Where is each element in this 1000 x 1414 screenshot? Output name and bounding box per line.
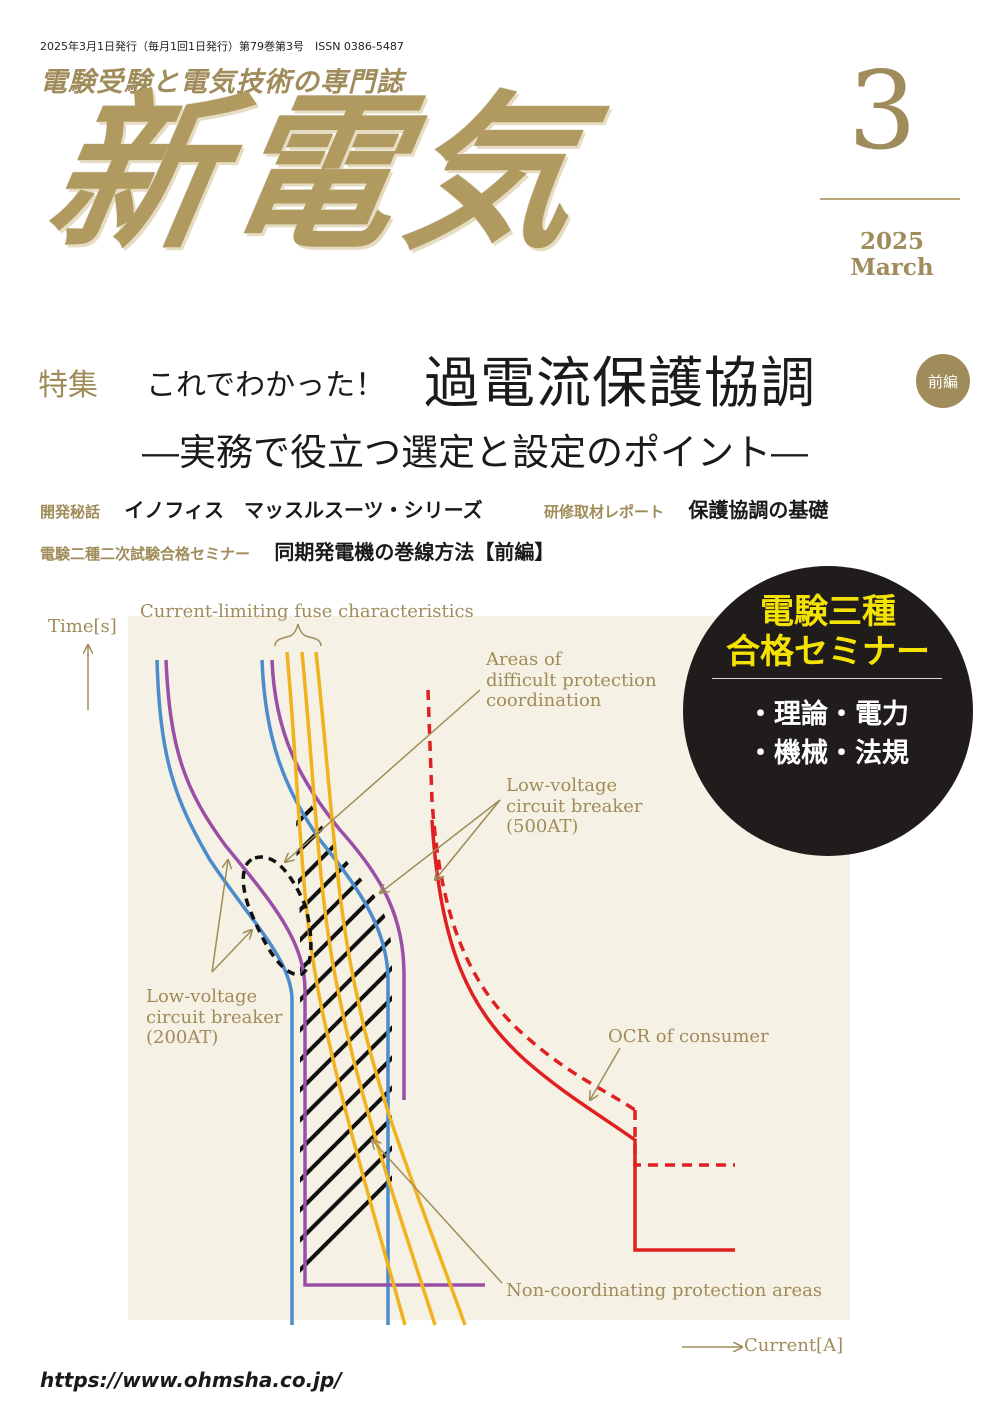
feature-label: 特集	[38, 368, 98, 403]
purple-curve-500at	[270, 659, 406, 1100]
lv500-line-1: Low-voltage	[506, 775, 618, 796]
lv200-line-3: (200AT)	[146, 1027, 219, 1049]
difficult-area-line-2: difficult protection	[486, 669, 657, 691]
lv200-line-2: circuit breaker	[146, 1006, 283, 1028]
lv500-line-3: (500AT)	[506, 816, 579, 838]
contents-label-seminar: 電験二種二次試験合格セミナー	[40, 545, 251, 563]
issue-year: 2025	[859, 228, 924, 255]
difficult-area-line-1: Areas of	[486, 649, 562, 670]
lv500-arrow-2	[435, 799, 501, 880]
ocr-dashed-step	[633, 1110, 735, 1167]
blue-curve-500at	[260, 659, 390, 1325]
seminar-title-2: 合格セミナー	[726, 632, 930, 672]
ocr-dashed-curve	[426, 689, 636, 1112]
fuse-brace	[274, 623, 322, 647]
fuse-curve-1	[285, 651, 407, 1326]
contents-label-report: 研修取材レポート	[544, 503, 665, 521]
difficult-area-line-3: coordination	[486, 690, 602, 712]
ocr-solid-curve	[430, 819, 735, 1252]
lv200-arrow-1	[211, 860, 228, 973]
lv500-line-2: circuit breaker	[506, 795, 643, 817]
lv500-arrow-1	[380, 799, 501, 893]
fuse-curve-3	[314, 651, 467, 1326]
contents-label-dev-story: 開発秘話	[40, 503, 101, 521]
issue-month: March	[850, 254, 934, 281]
blue-curve-200at	[155, 659, 294, 1325]
ocr-arrow	[590, 1047, 621, 1100]
feature-lead: これでわかった！	[146, 368, 386, 403]
part-badge-label: 前編	[927, 372, 958, 391]
noncoord-arrow	[372, 1140, 503, 1284]
seminar-subjects-2: ・機械・法規	[747, 738, 909, 769]
seminar-circle	[683, 566, 973, 856]
part-badge: 前編	[916, 354, 970, 408]
seminar-subjects-1: ・理論・電力	[747, 699, 909, 730]
magazine-tagline: 電験受験と電気技術の専門誌	[40, 67, 404, 98]
contents-row-2: 電験二種二次試験合格セミナー 同期発電機の巻線方法【前編】	[40, 536, 554, 565]
fuse-characteristics-label: Current-limiting fuse characteristics	[140, 601, 474, 622]
fuse-curve-2	[300, 651, 437, 1326]
difficult-area-label: Areas of difficult protection coordinati…	[486, 649, 657, 712]
feature-subtitle: ―実務で役立つ選定と設定のポイント―	[142, 431, 808, 474]
lv200-label: Low-voltage circuit breaker (200AT)	[146, 986, 283, 1049]
difficult-arrow	[285, 689, 481, 862]
feature-title: 過電流保護協調	[424, 351, 817, 415]
lv200-arrow-2	[211, 930, 252, 973]
difficult-coordination-area	[241, 855, 313, 977]
y-axis-label: Time[s]	[48, 616, 117, 637]
contents-report: 保護協調の基礎	[688, 498, 829, 522]
contents-row-1b: 研修取材レポート 保護協調の基礎	[544, 494, 828, 523]
seminar-title-1: 電験三種	[760, 592, 896, 632]
ocr-label: OCR of consumer	[608, 1026, 769, 1047]
noncoord-label: Non-coordinating protection areas	[506, 1280, 823, 1301]
publisher-url[interactable]: https://www.ohmsha.co.jp/	[40, 1368, 342, 1392]
issue-number: 3	[848, 49, 917, 174]
contents-dev-story: イノフィス マッスルスーツ・シリーズ	[124, 498, 483, 522]
lv200-line-1: Low-voltage	[146, 986, 258, 1007]
contents-seminar: 同期発電機の巻線方法【前編】	[274, 540, 555, 564]
purple-curve-200at	[164, 659, 485, 1287]
x-axis-label: Current[A]	[744, 1335, 844, 1356]
issue-divider	[820, 198, 960, 200]
publication-info: 2025年3月1日発行（毎月1回1日発行）第79巻第3号 ISSN 0386-5…	[40, 40, 404, 53]
seminar-divider	[712, 678, 942, 679]
lv500-label: Low-voltage circuit breaker (500AT)	[506, 775, 643, 838]
contents-row-1: 開発秘話 イノフィス マッスルスーツ・シリーズ	[40, 494, 483, 523]
